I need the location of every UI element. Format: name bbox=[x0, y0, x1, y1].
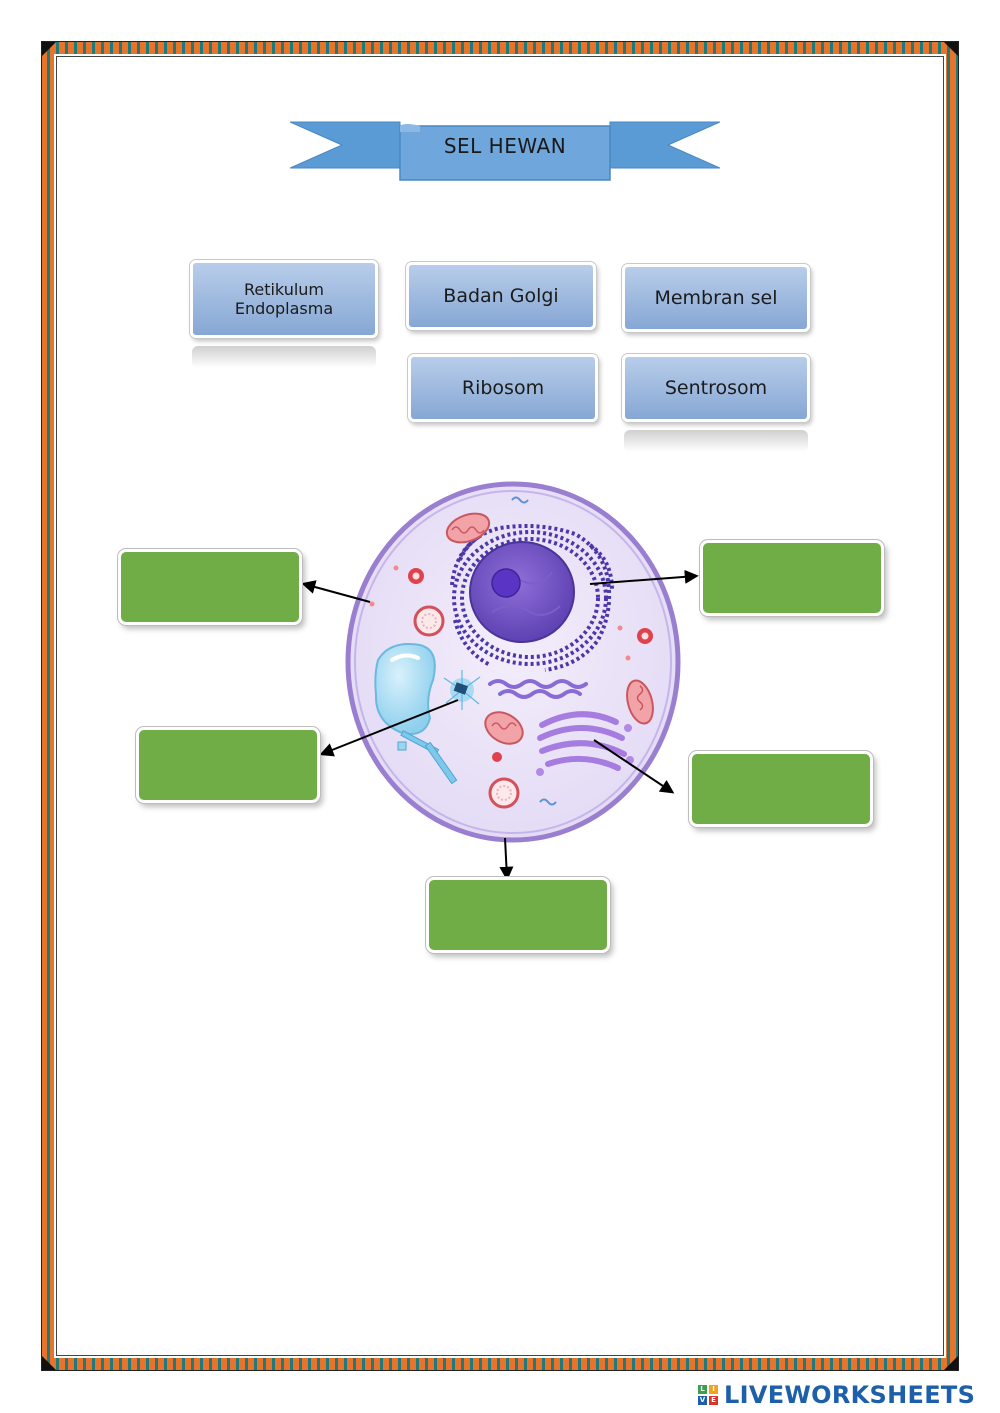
word-bank-item[interactable]: Ribosom bbox=[408, 354, 598, 422]
title-banner bbox=[290, 121, 720, 181]
answer-drop-zone[interactable] bbox=[136, 727, 320, 803]
word-bank-item[interactable]: Sentrosom bbox=[622, 354, 810, 422]
logo-mark-icon: L I V E bbox=[698, 1385, 718, 1405]
border-corner bbox=[944, 1356, 958, 1370]
brand-name: LIVEWORKSHEETS bbox=[724, 1381, 976, 1409]
answer-drop-zone[interactable] bbox=[426, 877, 610, 953]
page-title: SEL HEWAN bbox=[443, 134, 567, 158]
liveworksheets-logo: L I V E LIVEWORKSHEETS bbox=[698, 1380, 975, 1410]
word-bank-item[interactable]: Retikulum Endoplasma bbox=[190, 260, 378, 338]
box-reflection bbox=[624, 430, 808, 452]
golgi-apparatus bbox=[537, 711, 627, 771]
endoplasmic-reticulum bbox=[450, 524, 614, 672]
vacuole bbox=[374, 643, 436, 735]
word-bank-item[interactable]: Badan Golgi bbox=[406, 262, 596, 330]
word-bank-item[interactable]: Membran sel bbox=[622, 264, 810, 332]
lysosome bbox=[413, 605, 520, 809]
answer-drop-zone[interactable] bbox=[689, 751, 873, 827]
label-arrows bbox=[301, 569, 699, 881]
box-reflection bbox=[192, 346, 376, 368]
border-corner bbox=[42, 1356, 56, 1370]
answer-drop-zone[interactable] bbox=[118, 549, 302, 625]
nucleus bbox=[469, 541, 575, 643]
border-corner bbox=[42, 42, 56, 56]
answer-drop-zone[interactable] bbox=[700, 540, 884, 616]
centrosome bbox=[443, 670, 481, 710]
border-corner bbox=[944, 42, 958, 56]
nucleolus bbox=[491, 568, 521, 598]
